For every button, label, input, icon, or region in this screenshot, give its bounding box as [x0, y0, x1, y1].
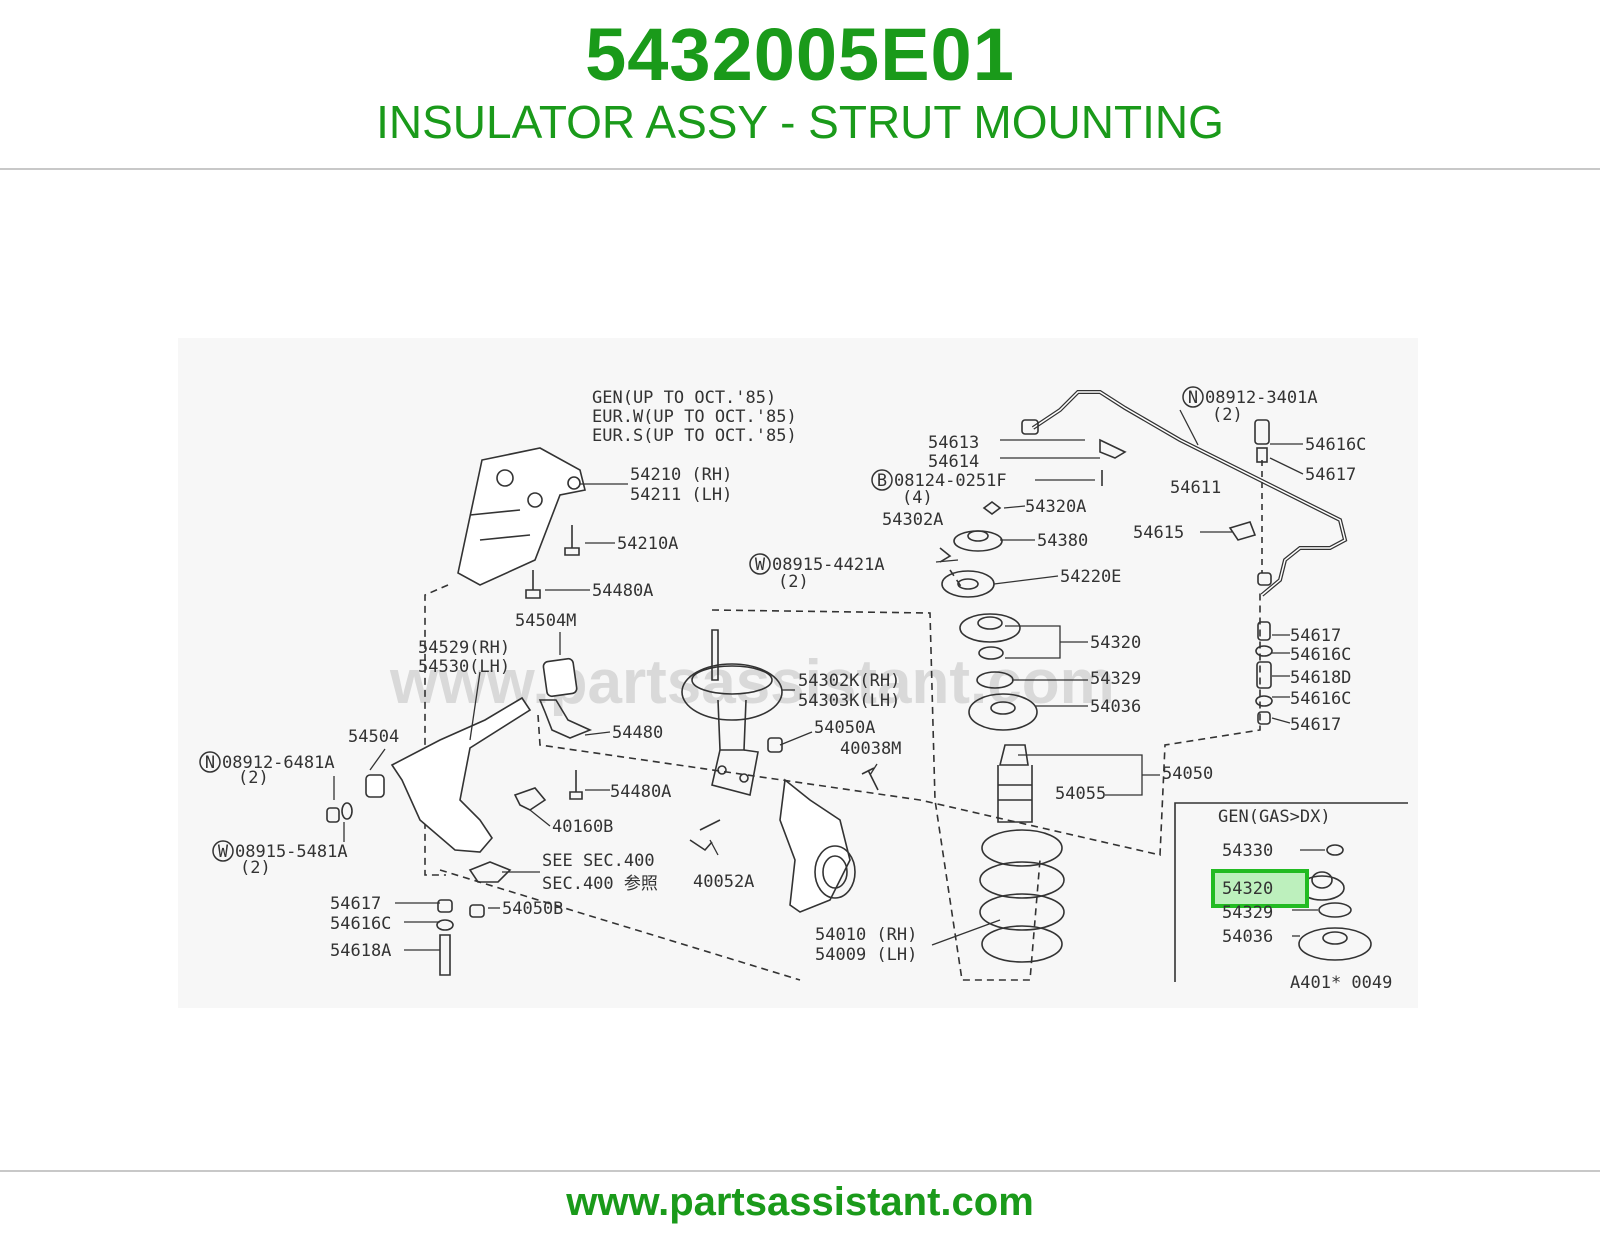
part-label: 54480A [592, 581, 653, 601]
part-label: 08912-6481A [222, 753, 335, 773]
part-label: 54616C [1305, 435, 1366, 455]
part-label: 54210A [617, 534, 678, 554]
part-label: 54302A [882, 510, 943, 530]
part-label: (2) [778, 572, 809, 592]
part-label: 54009 (LH) [815, 945, 917, 965]
inset-panel: GEN(GAS>DX) 54330 54320 54329 54036 A401… [1211, 807, 1392, 993]
part-label: 40052A [693, 872, 754, 892]
part-label: 54330 [1222, 841, 1273, 861]
part-label: 54050B [502, 899, 563, 919]
part-label: 40160B [552, 817, 613, 837]
part-label: 54613 [928, 433, 979, 453]
part-label: 54504 [348, 727, 399, 747]
callout-markers [199, 386, 1204, 862]
part-label: 54329 [1090, 669, 1141, 689]
diagram-linework [326, 390, 1408, 982]
part-label: 54529(RH) [418, 638, 510, 658]
part-label: 54320A [1025, 497, 1086, 517]
part-label: SEE SEC.400 [542, 851, 655, 871]
leader-lines [333, 409, 1325, 951]
highlighted-part-box[interactable] [1211, 869, 1309, 908]
part-labels: 54210 (RH) 54211 (LH) 54210A 54480A 5450… [222, 388, 1366, 965]
highlighted-part-label[interactable]: 54320 [1222, 879, 1273, 899]
part-label: 54616C [1290, 689, 1351, 709]
marker-letters: N W W B N [205, 388, 1198, 862]
applicability-notes: GEN(UP TO OCT.'85) EUR.W(UP TO OCT.'85) … [592, 388, 797, 446]
marker-letter: B [877, 471, 887, 491]
part-label: 54617 [330, 894, 381, 914]
part-label: 54055 [1055, 784, 1106, 804]
footer-divider [0, 1170, 1600, 1172]
header-divider [0, 168, 1600, 170]
part-label: 54036 [1222, 927, 1273, 947]
part-label: 54616C [1290, 645, 1351, 665]
assembly-guide-lines [424, 569, 1261, 981]
note-line: EUR.W(UP TO OCT.'85) [592, 407, 797, 427]
part-label: (2) [240, 858, 271, 878]
part-label: 54320 [1090, 633, 1141, 653]
part-label: 54302K(RH) [798, 671, 900, 691]
w-marker-icon [749, 553, 771, 575]
part-label: 54050 [1162, 764, 1213, 784]
marker-letter: W [218, 842, 229, 862]
part-label: 54617 [1290, 715, 1341, 735]
part-label: 54616C [330, 914, 391, 934]
part-label: (2) [1212, 405, 1243, 425]
part-label: 08124-0251F [894, 471, 1007, 491]
part-label: 54530(LH) [418, 657, 510, 677]
n-marker-icon [1182, 386, 1204, 408]
w-marker-icon [212, 840, 234, 862]
part-label: 08915-4421A [772, 555, 885, 575]
part-label: 54220E [1060, 567, 1121, 587]
b-marker-icon [871, 469, 893, 491]
part-label: 54617 [1290, 626, 1341, 646]
note-line: EUR.S(UP TO OCT.'85) [592, 426, 797, 446]
part-label: 54050A [814, 718, 875, 738]
part-label: 54615 [1133, 523, 1184, 543]
part-number-title: 5432005E01 [585, 13, 1015, 96]
footer-website-link[interactable]: www.partsassistant.com [566, 1180, 1034, 1224]
marker-letter: N [1188, 388, 1198, 408]
part-label: 54211 (LH) [630, 485, 732, 505]
drawing-code: A401* 0049 [1290, 973, 1392, 993]
part-label: 08915-5481A [235, 842, 348, 862]
note-line: GEN(UP TO OCT.'85) [592, 388, 776, 408]
part-label: 54380 [1037, 531, 1088, 551]
part-label: 54618D [1290, 668, 1351, 688]
part-label: 54611 [1170, 478, 1221, 498]
part-label: (4) [902, 488, 933, 508]
n-marker-icon [199, 751, 221, 773]
part-label: 54303K(LH) [798, 691, 900, 711]
part-label: 54618A [330, 941, 391, 961]
part-label: 54036 [1090, 697, 1141, 717]
inset-title: GEN(GAS>DX) [1218, 807, 1331, 827]
part-label: 54614 [928, 452, 979, 472]
part-label: 54210 (RH) [630, 465, 732, 485]
part-label: 54504M [515, 611, 576, 631]
page-header: 5432005E01 INSULATOR ASSY - STRUT MOUNTI… [0, 0, 1600, 168]
part-label: 54617 [1305, 465, 1356, 485]
part-name-subtitle: INSULATOR ASSY - STRUT MOUNTING [376, 96, 1224, 148]
part-label: 40038M [840, 739, 901, 759]
marker-letter: N [205, 753, 215, 773]
part-label: 54010 (RH) [815, 925, 917, 945]
part-label: SEC.400 参照 [542, 874, 658, 894]
marker-letter: W [755, 555, 766, 575]
part-label: 54480 [612, 723, 663, 743]
part-label: 08912-3401A [1205, 388, 1318, 408]
part-label: 54480A [610, 782, 671, 802]
part-label: (2) [238, 768, 269, 788]
part-label: 54329 [1222, 903, 1273, 923]
